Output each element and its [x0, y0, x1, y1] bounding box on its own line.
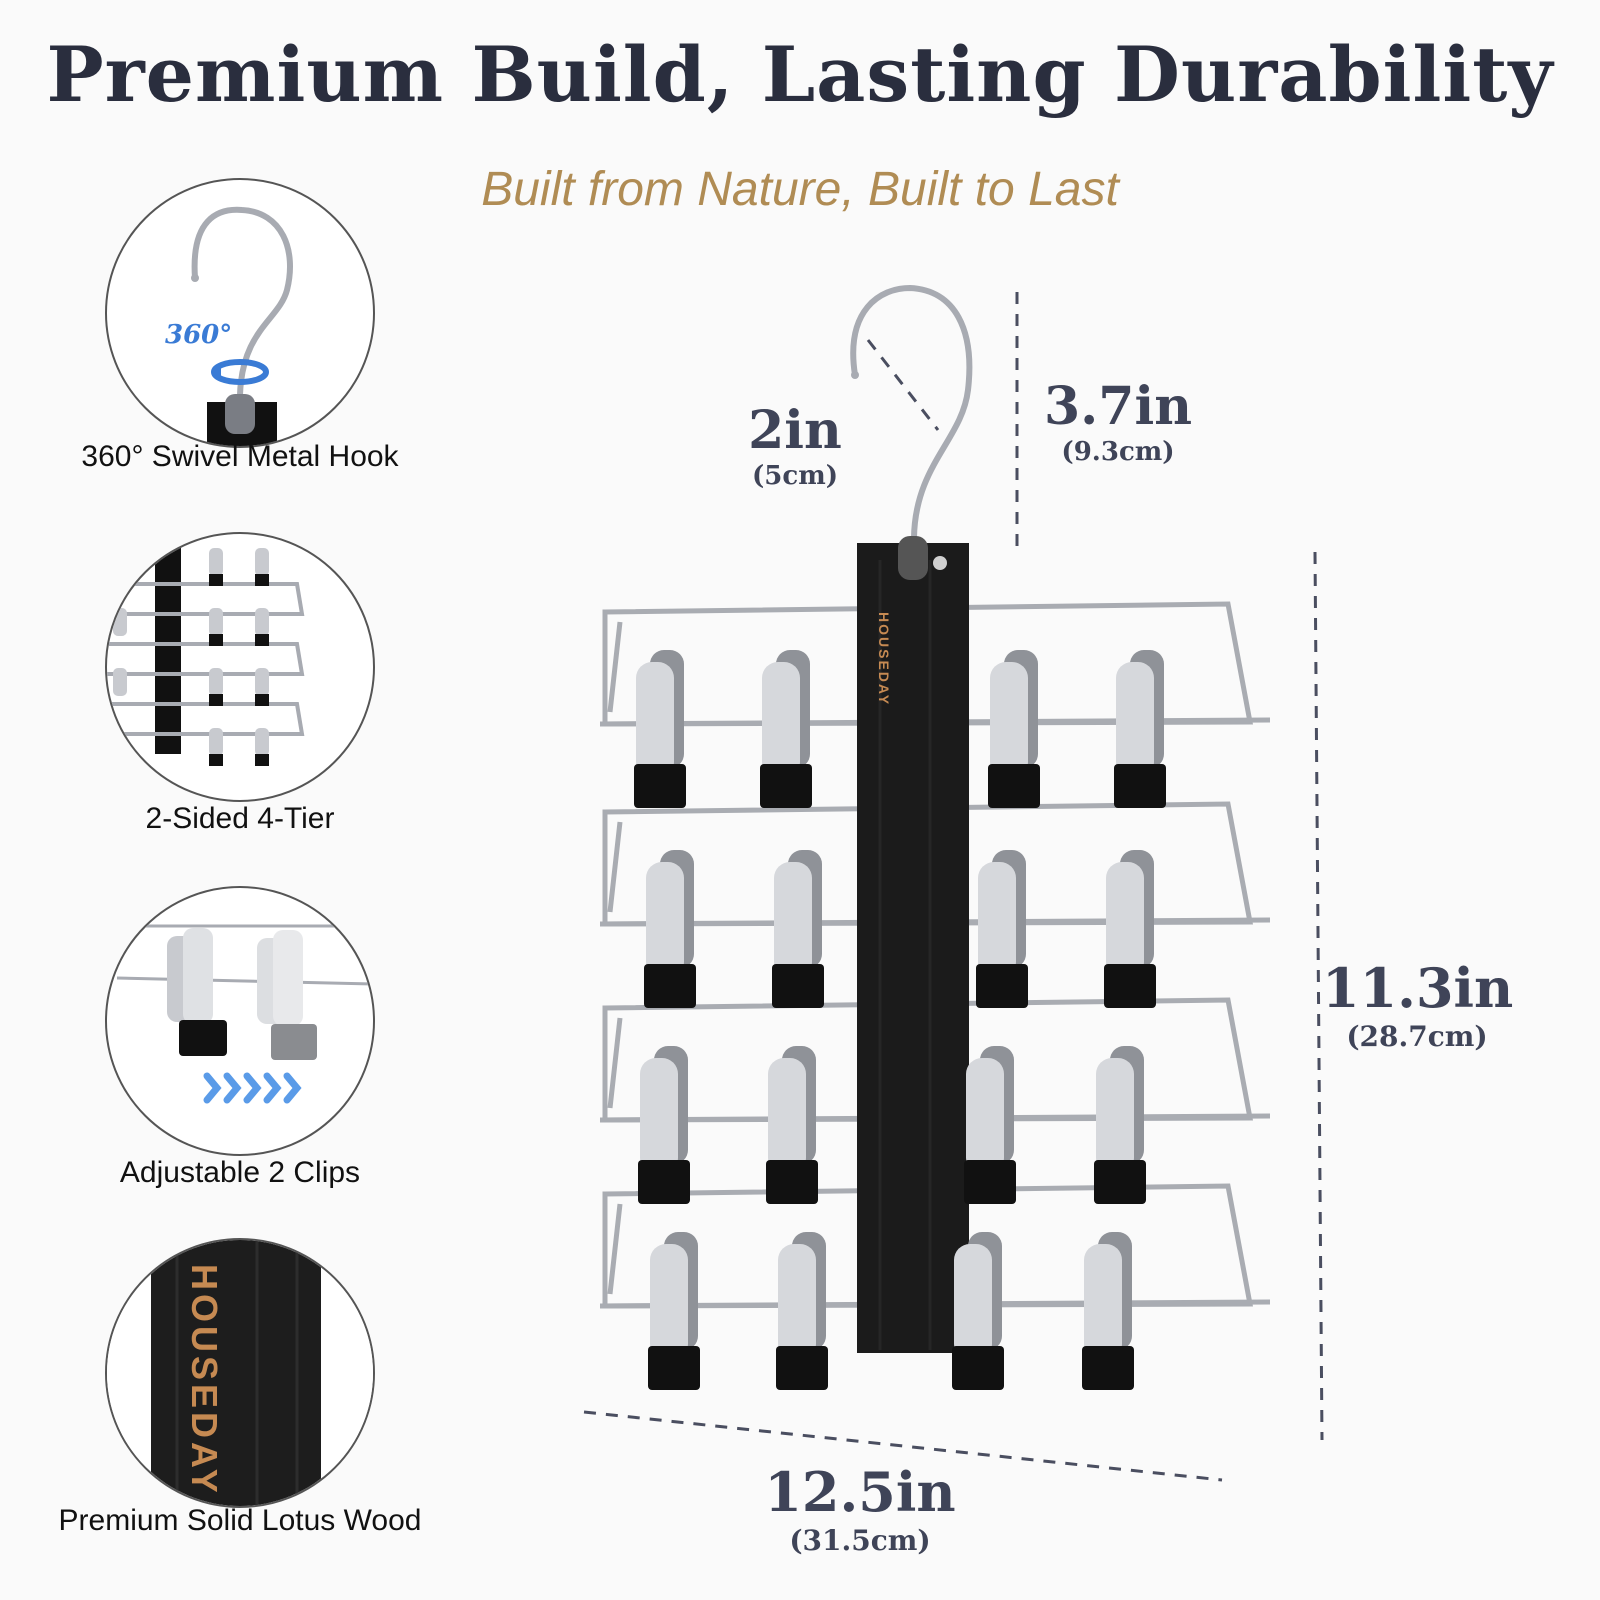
dim-hook-width-metric: (5cm)	[751, 461, 839, 491]
page-title: Premium Build, Lasting Durability	[46, 30, 1554, 119]
hook	[850, 284, 973, 541]
feature-label-swivel-hook: 360° Swivel Metal Hook	[81, 440, 399, 473]
clip	[1114, 650, 1166, 808]
clip	[776, 1232, 828, 1390]
dim-body-width-metric: (31.5cm)	[789, 1524, 931, 1557]
clip	[766, 1046, 818, 1204]
feature-label-clips: Adjustable 2 Clips	[119, 1156, 361, 1189]
clip	[648, 1232, 700, 1390]
dim-body-width: 12.5in (31.5cm)	[760, 1460, 960, 1557]
clip	[638, 1046, 690, 1204]
dim-hook-height-imperial: 3.7in	[1043, 376, 1193, 437]
feature-circle-tiers	[105, 532, 375, 802]
clip	[1082, 1232, 1134, 1390]
clip	[964, 1046, 1016, 1204]
dim-hook-height: 3.7in (9.3cm)	[1038, 376, 1198, 467]
clip	[634, 650, 686, 808]
wood-body	[857, 543, 969, 1353]
dim-body-height-metric: (28.7cm)	[1346, 1020, 1488, 1053]
clip	[760, 650, 812, 808]
clip	[1104, 850, 1156, 1008]
body-width-measure-line	[583, 1410, 1223, 1482]
feature-circle-wood: HOUSEDAY	[105, 1238, 375, 1508]
dim-hook-height-metric: (9.3cm)	[1061, 437, 1175, 467]
body-brand-text: HOUSEDAY	[876, 612, 892, 707]
clip	[644, 850, 696, 1008]
clip	[952, 1232, 1004, 1390]
clip	[772, 850, 824, 1008]
dim-body-width-imperial: 12.5in	[764, 1460, 956, 1524]
sliding-clips-icon	[116, 924, 373, 1104]
swivel-hook-icon	[191, 206, 293, 446]
dim-body-height-imperial: 11.3in	[1322, 956, 1514, 1020]
dim-hook-width-imperial: 2in	[748, 400, 842, 461]
clip	[1094, 1046, 1146, 1204]
swivel-badge: 360°	[165, 320, 233, 350]
feature-circle-swivel-hook: 360°	[105, 178, 375, 448]
feature-label-tiers: 2-Sided 4-Tier	[145, 802, 335, 835]
dim-hook-width: 2in (5cm)	[730, 400, 860, 491]
wood-brand-text: HOUSEDAY	[184, 1264, 225, 1497]
tiered-hanger-icon	[107, 534, 305, 766]
hook-width-measure-line	[866, 339, 940, 431]
clip	[988, 650, 1040, 808]
clip	[976, 850, 1028, 1008]
page-subtitle: Built from Nature, Built to Last	[481, 163, 1119, 216]
body-height-measure-line	[1313, 551, 1324, 1441]
wood-bar-icon	[107, 1240, 373, 1506]
feature-circle-clips	[105, 886, 375, 1156]
feature-label-wood: Premium Solid Lotus Wood	[58, 1504, 422, 1537]
dim-body-height: 11.3in (28.7cm)	[1322, 956, 1514, 1053]
